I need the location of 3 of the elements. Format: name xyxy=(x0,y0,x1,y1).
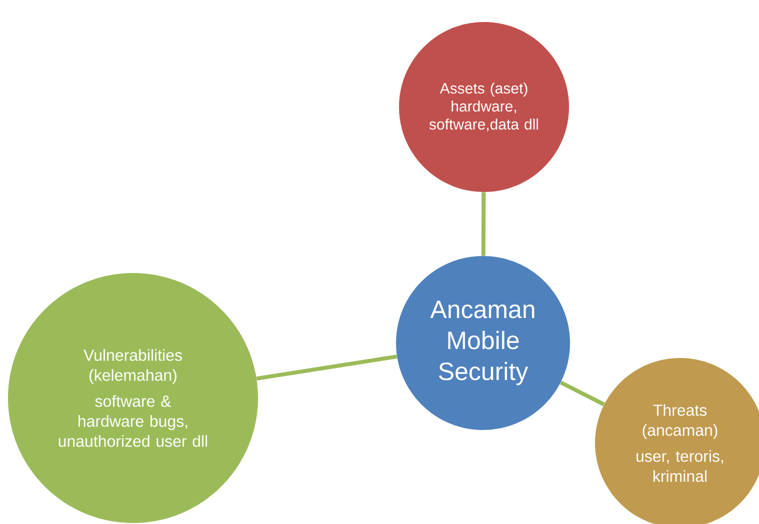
connector-line xyxy=(481,192,486,256)
connector-line xyxy=(256,354,398,381)
connector-line xyxy=(560,380,605,406)
